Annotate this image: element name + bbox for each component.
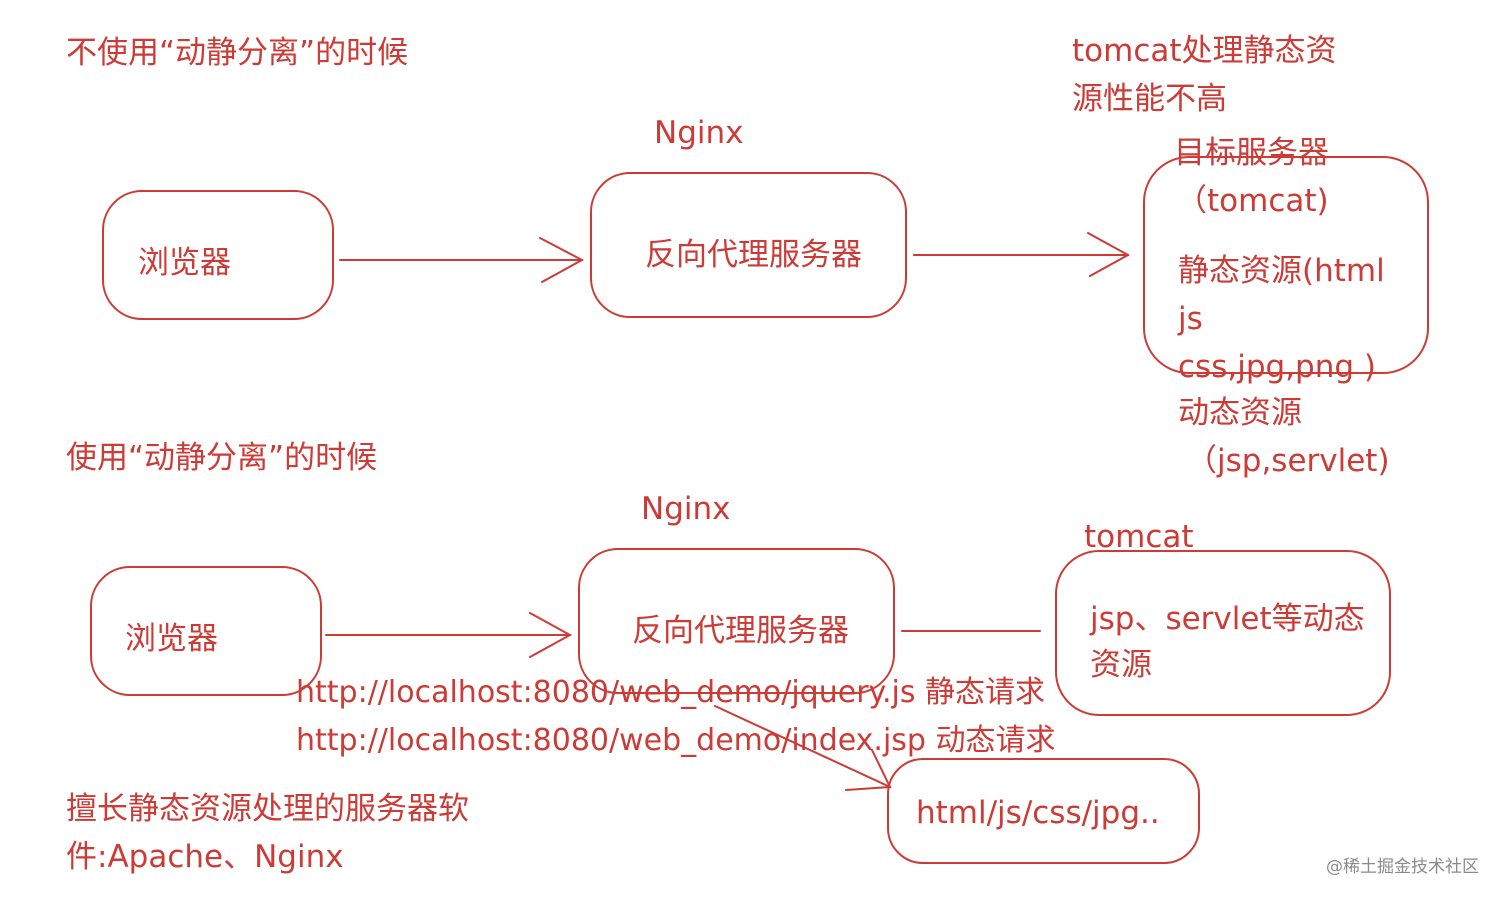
- arrowhead-browser-to-proxy-bottom: [529, 612, 573, 658]
- bottom-proxy-box: [578, 548, 895, 694]
- top-nginx-label: Nginx: [654, 115, 744, 151]
- footer-line1: 擅长静态资源处理的服务器软: [66, 791, 469, 827]
- bottom-browser-label: 浏览器: [125, 621, 218, 657]
- top-proxy-label: 反向代理服务器: [645, 237, 862, 273]
- bottom-tomcat-line1: jsp、servlet等动态: [1090, 601, 1365, 637]
- top-browser-box: [102, 190, 334, 320]
- url-static-request: http://localhost:8080/web_demo/jquery.js…: [296, 675, 1046, 710]
- bottom-proxy-label: 反向代理服务器: [632, 613, 849, 649]
- bottom-tomcat-line2: 资源: [1090, 647, 1152, 683]
- top-server-line-js: js: [1178, 301, 1203, 337]
- top-server-line-dynamic: 动态资源: [1178, 395, 1302, 431]
- bottom-tomcat-label: tomcat: [1084, 519, 1194, 555]
- bottom-browser-box: [90, 566, 322, 696]
- top-server-box: [1143, 156, 1429, 374]
- top-note-line2: 源性能不高: [1072, 81, 1227, 117]
- top-server-line-static: 静态资源(html: [1178, 253, 1385, 289]
- arrowhead-browser-to-proxy-top: [539, 237, 585, 283]
- top-note-line1: tomcat处理静态资: [1072, 33, 1337, 69]
- top-browser-label: 浏览器: [138, 245, 231, 281]
- top-proxy-box: [590, 172, 907, 318]
- footer-line2: 件:Apache、Nginx: [66, 839, 344, 875]
- url-dynamic-request: http://localhost:8080/web_demo/index.jsp…: [296, 723, 1056, 758]
- top-server-title: 目标服务器: [1174, 135, 1329, 171]
- top-server-line-css: css,jpg,png ): [1178, 349, 1376, 385]
- arrowhead-proxy-to-static: [845, 749, 892, 791]
- top-heading: 不使用“动静分离”的时候: [66, 35, 409, 71]
- bottom-heading: 使用“动静分离”的时候: [66, 440, 378, 476]
- top-server-subtitle: （tomcat): [1176, 183, 1329, 219]
- static-resource-box: [887, 758, 1200, 864]
- static-resource-label: html/js/css/jpg..: [916, 795, 1160, 831]
- bottom-tomcat-box: [1055, 550, 1391, 716]
- arrowhead-proxy-to-server-top: [1087, 232, 1131, 277]
- arrow-proxy-to-static: [714, 705, 891, 788]
- top-server-line-jsp: （jsp,servlet): [1186, 443, 1390, 479]
- watermark: @稀土掘金技术社区: [1326, 857, 1479, 877]
- bottom-nginx-label: Nginx: [641, 491, 731, 527]
